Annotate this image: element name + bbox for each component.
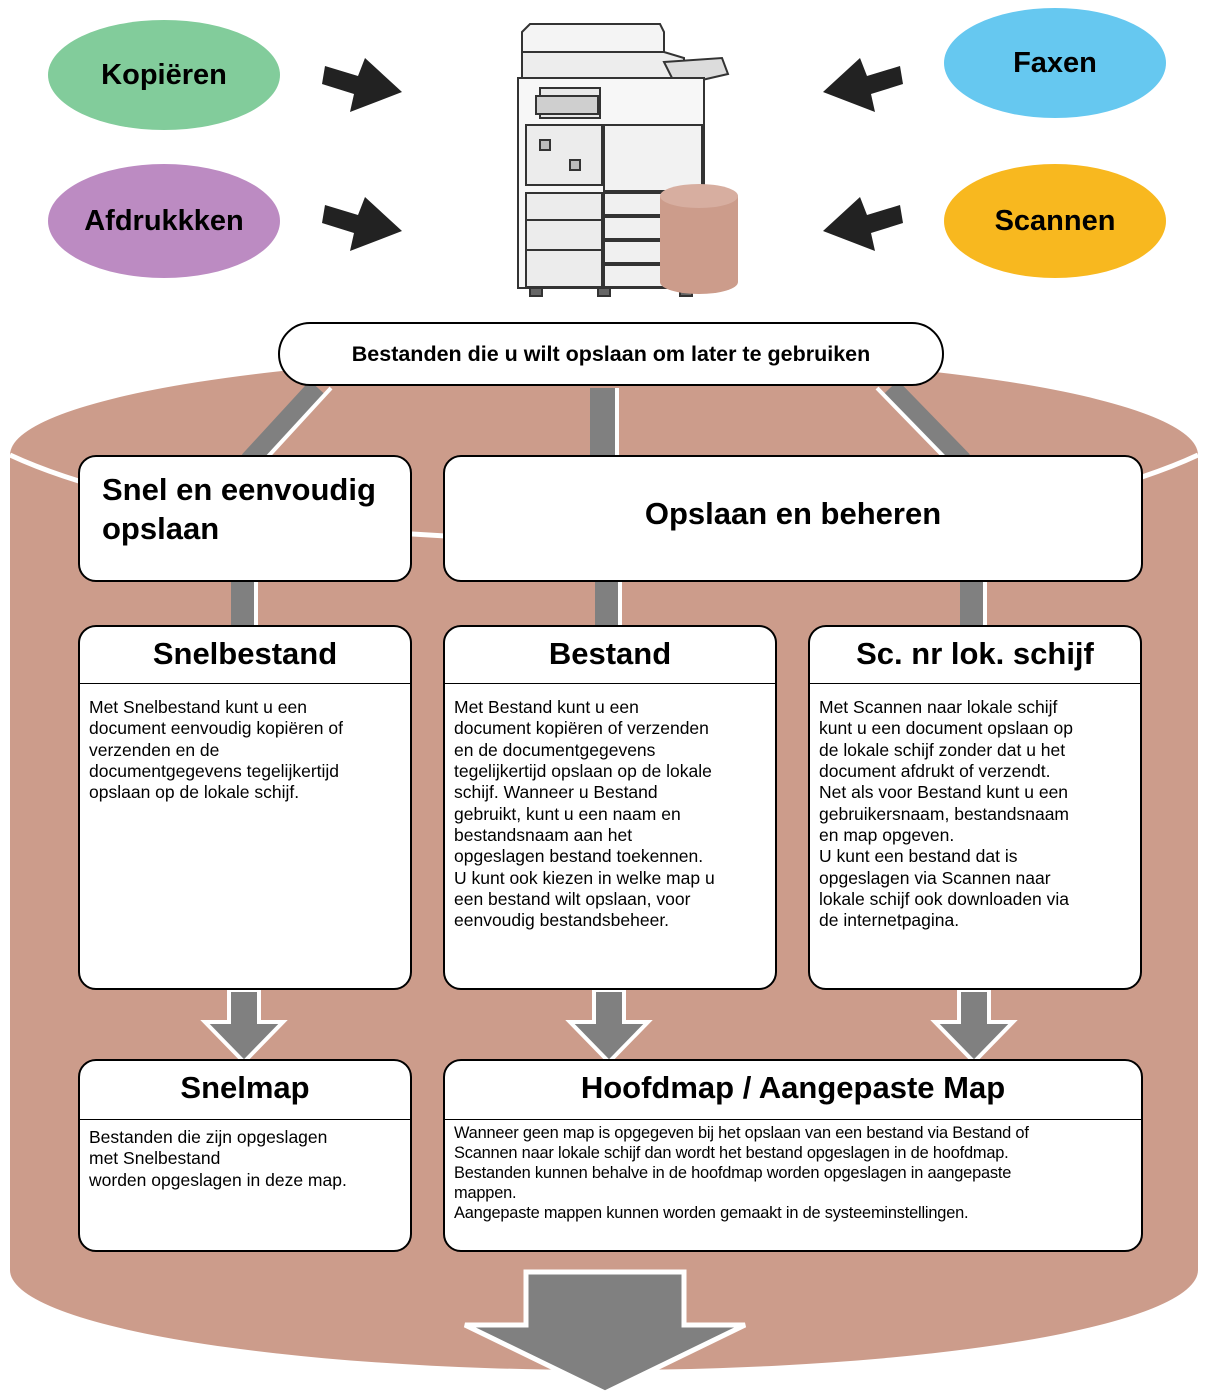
storage-label-text: Bestanden die u wilt opslaan om later te…: [351, 341, 871, 366]
folder-card-quick: Snelmap Bestanden die zijn opgeslagen me…: [78, 1059, 412, 1252]
down-arrow-icon: [200, 988, 288, 1065]
arrow-left-icon: [823, 197, 903, 251]
print-source: Afdrukkken: [48, 164, 280, 278]
mode-title: Sc. nr lok. schijf: [856, 636, 1094, 671]
connector-manage-scan: [960, 580, 986, 628]
down-arrow-icon: [565, 988, 653, 1065]
mode-title: Bestand: [548, 636, 672, 671]
connector-right: [882, 380, 970, 470]
mode-title: Snelbestand: [152, 636, 338, 671]
mode-card-scan-to-hdd: Sc. nr lok. schijf Met Scannen naar loka…: [808, 625, 1142, 990]
folder-title: Snelmap: [180, 1070, 310, 1105]
folder-card-main-custom: Hoofdmap / Aangepaste Map Wanneer geen m…: [443, 1059, 1143, 1252]
scan-label: Scannen: [994, 204, 1116, 237]
print-label: Afdrukkken: [84, 204, 244, 237]
large-down-arrow-icon: [463, 1269, 747, 1393]
connector-left-edge: [261, 386, 333, 464]
category-quick-title: Snel en eenvoudig opslaan: [102, 472, 376, 546]
storage-label: Bestanden die u wilt opslaan om later te…: [278, 322, 944, 386]
folder-description: Bestanden die zijn opgeslagen met Snelbe…: [89, 1127, 347, 1190]
mode-card-quick-file: Snelbestand Met Snelbestand kunt u een d…: [78, 625, 412, 990]
connector-center: [590, 388, 618, 460]
category-quick-save: Snel en eenvoudig opslaan: [78, 455, 412, 582]
scan-source: Scannen: [944, 164, 1166, 278]
category-save-manage: Opslaan en beheren: [443, 455, 1143, 582]
copy-label: Kopiëren: [101, 58, 227, 91]
mode-card-file: Bestand Met Bestand kunt u een document …: [443, 625, 777, 990]
mode-description: Met Snelbestand kunt u een document eenv…: [89, 697, 343, 803]
mode-description: Met Scannen naar lokale schijf kunt u ee…: [819, 697, 1073, 931]
fax-source: Faxen: [944, 8, 1166, 118]
arrow-right-icon: [322, 197, 402, 251]
arrow-left-icon: [823, 58, 903, 112]
down-arrow-icon: [930, 988, 1018, 1065]
folder-title: Hoofdmap / Aangepaste Map: [580, 1070, 1006, 1105]
database-icon: [660, 184, 738, 294]
connector-manage-bestand: [595, 580, 621, 628]
mode-description: Met Bestand kunt u een document kopiëren…: [454, 697, 715, 931]
connector-left: [241, 380, 327, 470]
folder-description: Wanneer geen map is opgegeven bij het op…: [454, 1124, 1029, 1223]
fax-label: Faxen: [1013, 46, 1097, 79]
category-manage-title: Opslaan en beheren: [644, 496, 942, 531]
copy-source: Kopiëren: [48, 20, 280, 130]
arrow-right-icon: [322, 58, 402, 112]
connector-quick-mode: [231, 580, 257, 628]
